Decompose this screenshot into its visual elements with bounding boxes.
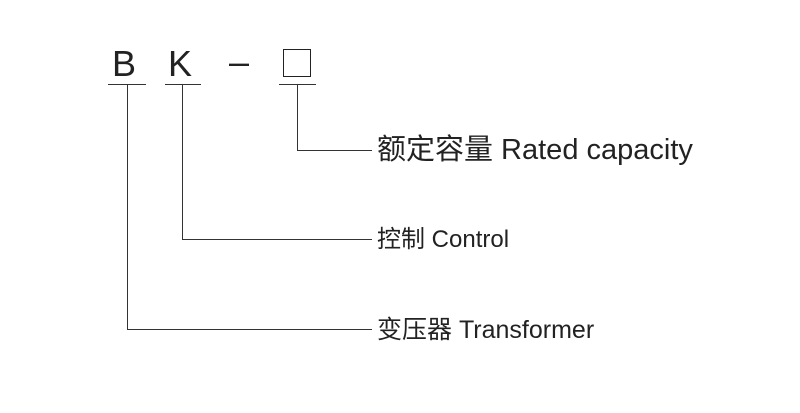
leader-rated-capacity — [297, 84, 372, 151]
leader-control — [182, 84, 372, 240]
label-rated-capacity: 额定容量 Rated capacity — [377, 134, 693, 166]
code-letter-k: K — [168, 43, 193, 84]
leader-transformer — [127, 84, 372, 330]
label-transformer: 变压器 Transformer — [377, 316, 595, 344]
code-letter-b: B — [112, 43, 137, 84]
label-control: 控制 Control — [377, 226, 510, 253]
capacity-placeholder-box — [283, 49, 311, 77]
code-dash: – — [229, 41, 250, 82]
